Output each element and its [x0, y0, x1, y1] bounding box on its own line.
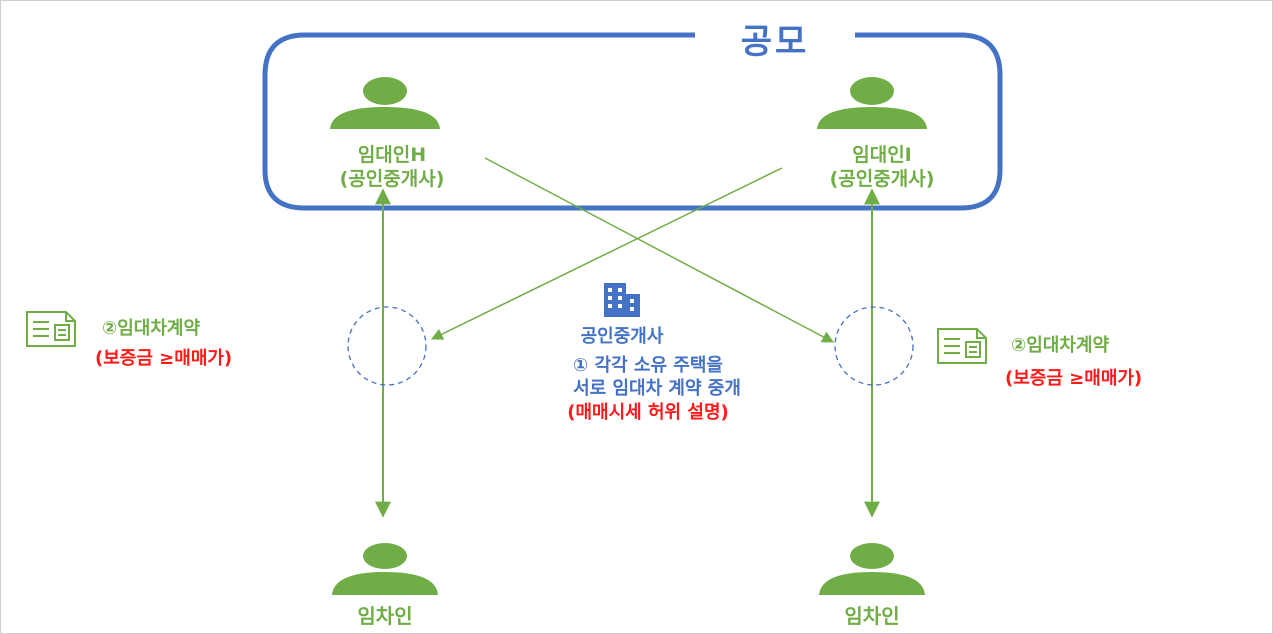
landlord-h-name: 임대인H	[357, 144, 427, 166]
document-icon-left	[26, 311, 76, 347]
landlord-i-person-icon	[817, 77, 927, 129]
building-icon	[604, 283, 640, 317]
document-icon-right	[937, 328, 987, 364]
tenant-left-label: 임차인	[357, 604, 413, 628]
broker-label: 공인중개사	[580, 326, 664, 347]
tenant-left-person-icon	[332, 543, 438, 595]
contract-right-condition: (보증금 ≥매매가)	[1005, 368, 1143, 389]
landlord-i-name: 임대인I	[852, 144, 912, 166]
broker-step-line1: ① 각각 소유 주택을	[573, 355, 723, 376]
contract-node-left	[347, 306, 427, 386]
tenant-right-label: 임차인	[844, 604, 900, 628]
contract-node-right	[834, 306, 914, 386]
contract-right-label: ②임대차계약	[1011, 335, 1110, 356]
landlord-h-person-icon	[330, 77, 440, 129]
landlord-h-role: (공인중개사)	[339, 168, 445, 190]
arrow-landlord-i-to-left-contract	[430, 167, 783, 340]
landlord-i-role: (공인중개사)	[829, 168, 935, 190]
arrow-landlord-h-to-right-contract	[484, 157, 835, 343]
broker-false-explanation: (매매시세 허위 설명)	[567, 402, 729, 423]
tenant-right-person-icon	[819, 543, 925, 595]
group-title: 공모	[740, 22, 810, 62]
contract-left-label: ②임대차계약	[102, 318, 201, 339]
contract-left-condition: (보증금 ≥매매가)	[95, 348, 233, 369]
broker-step-line2: 서로 임대차 계약 중개	[573, 378, 741, 399]
group-box	[262, 32, 1003, 211]
